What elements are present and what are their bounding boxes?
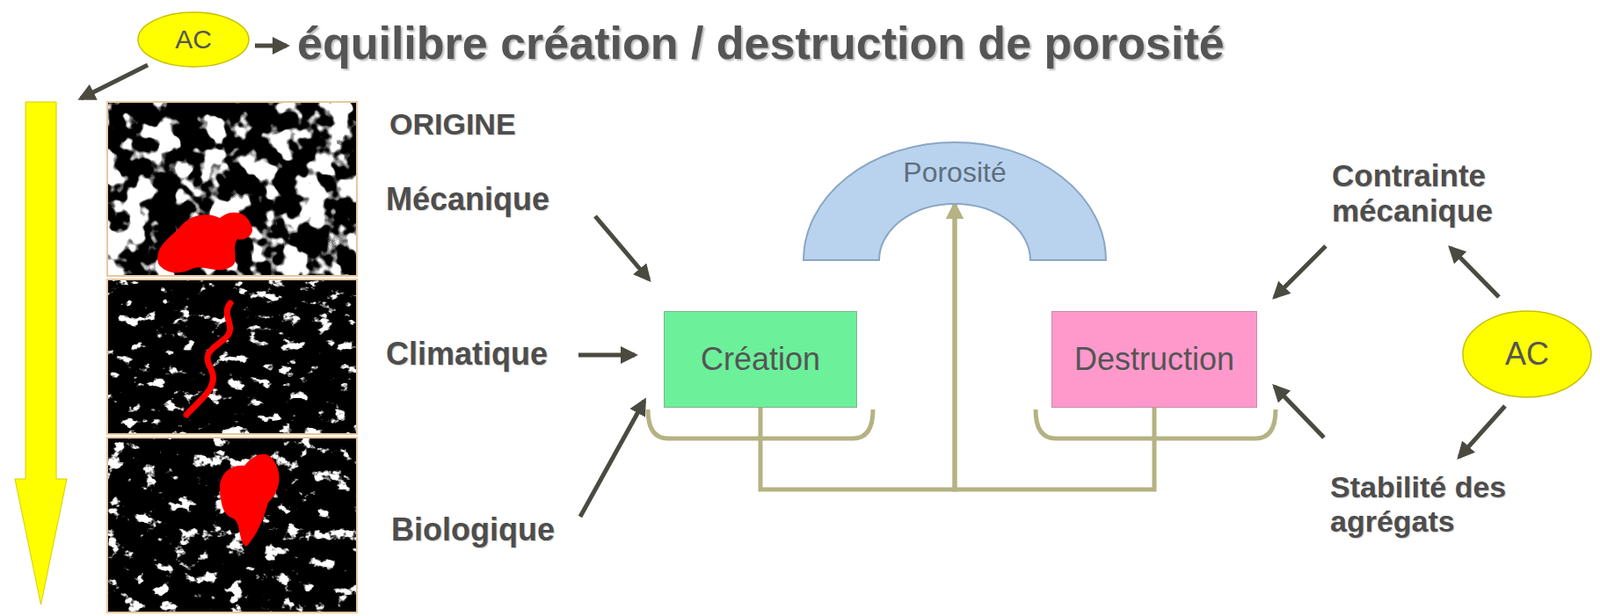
node-text-holder: Porosité [801, 156, 1108, 190]
process-box: Création [663, 311, 858, 408]
red-pore [186, 303, 231, 415]
micrograph-ground [107, 101, 357, 277]
micrograph-frame [107, 437, 357, 613]
leader-arrow [1459, 406, 1506, 458]
micrograph-frame [107, 279, 357, 435]
leader-arrow [1274, 246, 1326, 298]
micrograph-frame [107, 101, 357, 277]
node-text: AC [174, 24, 212, 56]
result-arch: Porosité [801, 140, 1108, 262]
leader-arrow [1274, 386, 1324, 438]
factor-label: Contrainte mécanique [1331, 158, 1493, 230]
red-pore [157, 212, 253, 274]
node-text: AC [1505, 335, 1550, 372]
leader-arrow [595, 216, 649, 280]
leader-arrow [578, 353, 635, 358]
node-text: Création [700, 341, 821, 378]
leader-arrow [1450, 247, 1499, 298]
node-text-holder: Destruction [1052, 312, 1257, 408]
micrograph-ground [107, 279, 357, 435]
heading-label: ORIGINE [389, 107, 517, 142]
micrograph-pores [107, 437, 357, 613]
node-text-holder: AC [1461, 309, 1593, 400]
node-text-holder: Création [664, 312, 857, 408]
node-text-holder: AC [136, 10, 251, 69]
factor-label: Stabilité des agrégats [1330, 470, 1522, 539]
factor-ellipse: AC [136, 10, 251, 69]
red-pore [219, 454, 280, 547]
origin-label: Mécanique [385, 181, 550, 218]
ellipse-shape [138, 12, 249, 67]
process-box: Destruction [1051, 311, 1258, 408]
micrograph-ground [107, 437, 357, 613]
title-text: équilibre création / destruction de poro… [297, 17, 1225, 71]
micrograph-pores [107, 279, 357, 435]
ellipse-shape [1462, 311, 1592, 398]
leader-arrow [80, 65, 148, 99]
origin-label: Climatique [385, 335, 548, 372]
factor-ellipse: AC [1461, 309, 1593, 400]
node-text: Porosité [902, 156, 1006, 190]
micrograph-pores [107, 101, 357, 277]
node-text: Destruction [1074, 341, 1235, 378]
leader-arrow [254, 43, 287, 49]
arch-shape [803, 142, 1106, 261]
leader-arrow [580, 400, 645, 517]
yellow-arrow [14, 101, 67, 605]
origin-label: Biologique [391, 511, 555, 548]
